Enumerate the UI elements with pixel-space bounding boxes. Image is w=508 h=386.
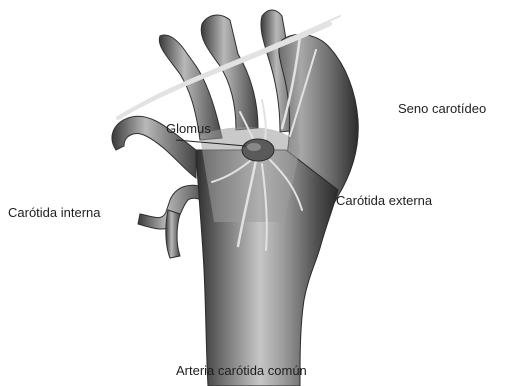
internal-carotid-label: Carótida interna [8,206,101,219]
common-carotid-label: Arteria carótida común [176,364,307,377]
carotid-sinus-label: Seno carotídeo [398,102,486,115]
side-branch-descend [166,210,180,258]
glomus-label: Glomus [166,122,211,135]
glomus-body [242,139,274,161]
external-carotid-label: Carótida externa [336,194,432,207]
